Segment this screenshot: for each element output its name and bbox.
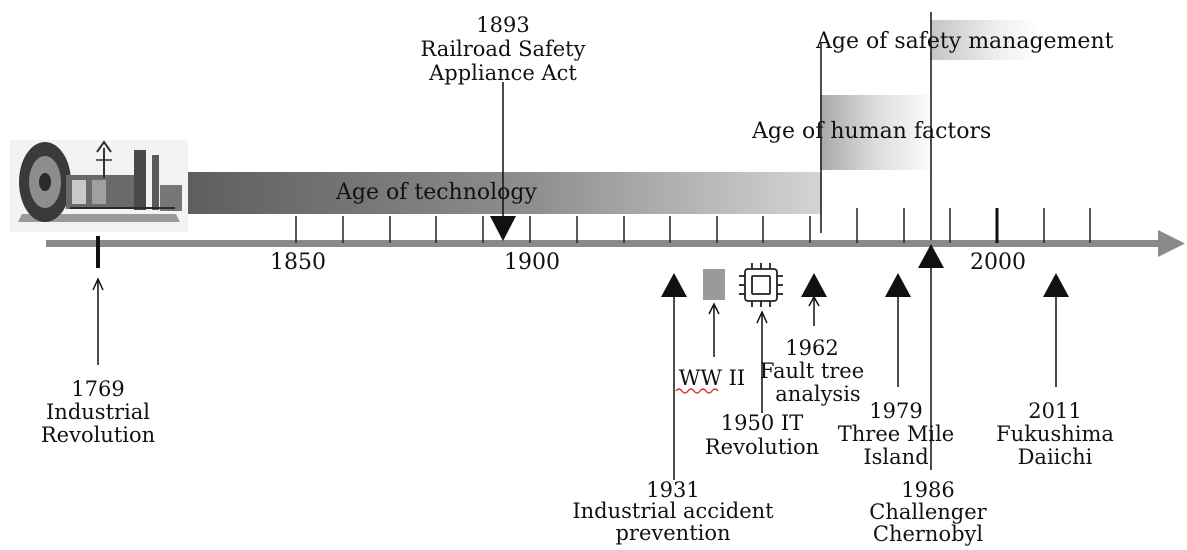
event-it-revolution-line2: Revolution (705, 435, 819, 459)
event-accident-prevention-line1: Industrial accident (572, 499, 774, 523)
event-fukushima: 2011 Fukushima Daiichi (996, 273, 1114, 469)
event-railroad-act-line1: Railroad Safety (421, 37, 586, 61)
event-industrial-revolution: 1769 Industrial Revolution (41, 279, 155, 447)
event-fukushima-line1: Fukushima (996, 422, 1114, 446)
age-safety-management-label: Age of safety management (815, 29, 1114, 54)
event-railroad-act-line2: Appliance Act (428, 61, 577, 85)
event-fault-tree: 1962 Fault tree analysis (760, 273, 864, 406)
age-technology-label: Age of technology (335, 180, 537, 205)
event-fault-tree-year: 1962 (785, 336, 838, 360)
event-industrial-revolution-line1: Industrial (46, 400, 150, 424)
ww2-marker-rect (703, 269, 725, 300)
age-human-factors-label: Age of human factors (751, 119, 991, 144)
event-three-mile-island-year: 1979 (869, 399, 922, 423)
event-fault-tree-line2: analysis (775, 382, 860, 406)
event-ww2: WW II (676, 269, 745, 393)
steam-engine-illustration (10, 140, 188, 232)
up-triangle-marker (918, 244, 944, 268)
event-industrial-revolution-line2: Revolution (41, 423, 155, 447)
event-accident-prevention: 1931 Industrial accident prevention (572, 273, 774, 545)
tick-label-1850: 1850 (270, 250, 326, 275)
event-challenger-chernobyl: 1986 Challenger Chernobyl (869, 244, 987, 546)
up-triangle-marker (1043, 273, 1069, 297)
up-triangle-marker (885, 273, 911, 297)
event-three-mile-island-line2: Island (863, 445, 928, 469)
event-ww2-label: WW II (679, 366, 745, 390)
event-industrial-revolution-year: 1769 (71, 377, 124, 401)
up-triangle-marker (801, 273, 827, 297)
event-fukushima-year: 2011 (1028, 399, 1081, 423)
event-challenger-year: 1986 (901, 478, 954, 502)
down-arrow-marker (490, 216, 516, 241)
event-challenger-line2: Chernobyl (873, 522, 984, 546)
event-challenger-line1: Challenger (869, 500, 987, 524)
event-it-revolution-line1: 1950 IT (721, 411, 803, 435)
tick-label-2000: 2000 (970, 250, 1026, 275)
event-accident-prevention-line2: prevention (615, 521, 730, 545)
tick-label-1900: 1900 (504, 250, 560, 275)
event-fukushima-line2: Daiichi (1018, 445, 1093, 469)
axis-arrowhead (1158, 230, 1185, 257)
event-railroad-act-year: 1893 (476, 13, 529, 37)
chip-icon (739, 263, 783, 307)
up-triangle-marker (661, 273, 687, 297)
event-fault-tree-line1: Fault tree (760, 359, 864, 383)
event-three-mile-island-line1: Three Mile (838, 422, 954, 446)
